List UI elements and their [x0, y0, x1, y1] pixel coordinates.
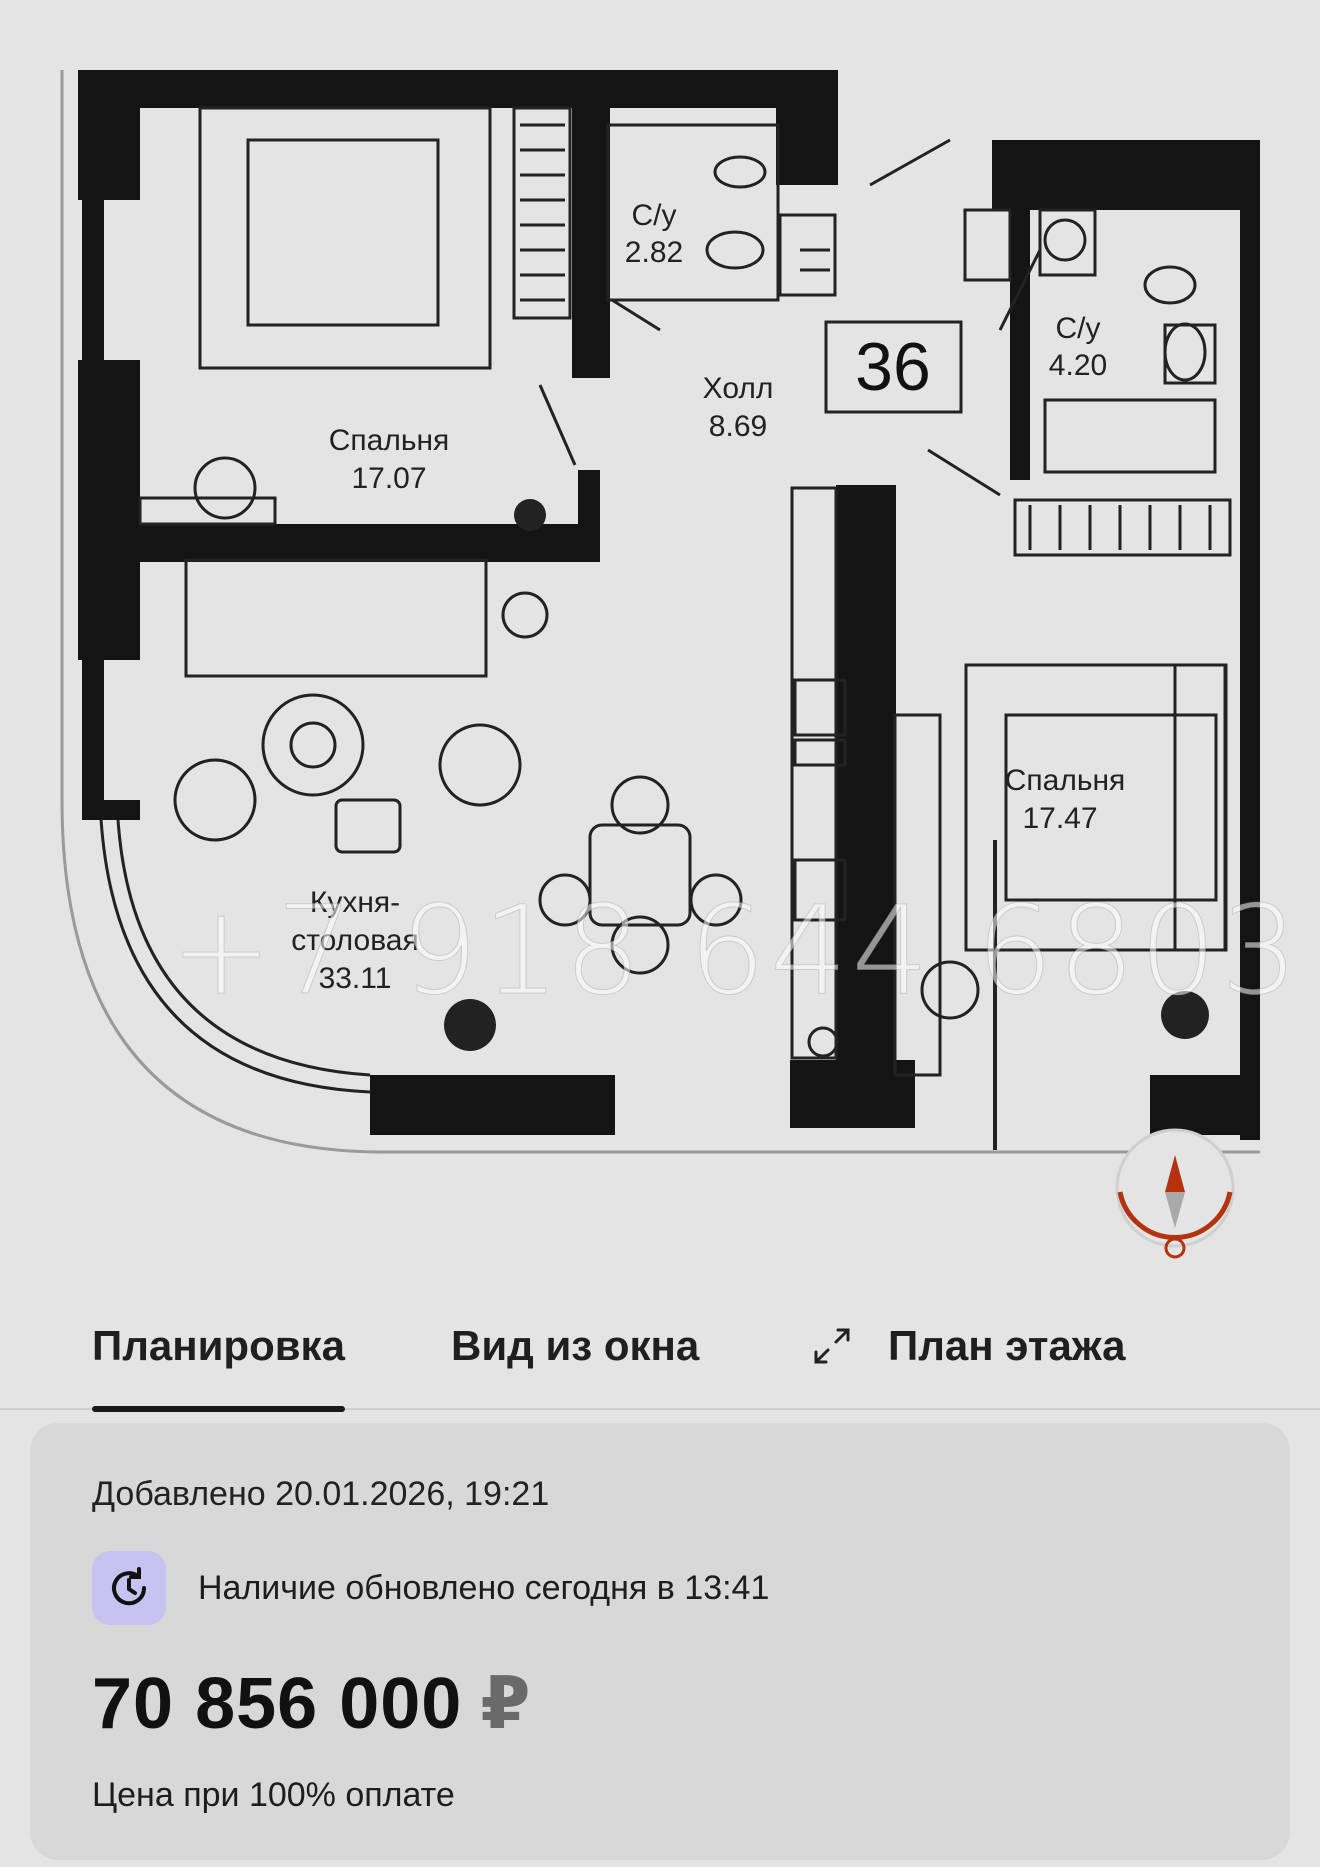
- room-name: С/у: [1056, 312, 1101, 345]
- room-area: 2.82: [625, 236, 683, 269]
- clock-refresh-icon: [92, 1551, 166, 1625]
- expand-icon: [814, 1328, 850, 1364]
- price: 70 856 000₽: [92, 1661, 531, 1745]
- apartment-number-box: [824, 320, 963, 414]
- room-area: 17.47: [1022, 802, 1097, 835]
- room-area: 4.20: [1049, 349, 1107, 382]
- room-area: 33.11: [319, 962, 392, 995]
- tab-floor-plan-label: План этажа: [888, 1322, 1126, 1369]
- tab-layout[interactable]: Планировка: [92, 1322, 345, 1412]
- apartment-number: 36: [855, 329, 931, 405]
- room-name: Холл: [703, 372, 774, 405]
- view-tabs: Планировка Вид из окна План этажа: [0, 1300, 1320, 1412]
- floor-plan: 36 Спальня 17.07 С/у 2.82 Холл 8.69 С/у …: [60, 70, 1299, 1259]
- tab-window-view[interactable]: Вид из окна: [451, 1322, 700, 1369]
- room-name: Кухня-: [310, 886, 400, 919]
- room-name: С/у: [632, 199, 677, 232]
- room-name: Спальня: [329, 424, 450, 457]
- added-date: Добавлено 20.01.2026, 19:21: [92, 1475, 550, 1513]
- availability-row: Наличие обновлено сегодня в 13:41: [92, 1551, 769, 1625]
- room-name: Спальня: [1005, 764, 1126, 797]
- plant-icon: [444, 499, 1209, 1058]
- floor-plan-drawing: 36 Спальня 17.07 С/у 2.82 Холл 8.69 С/у …: [60, 70, 1260, 1259]
- room-area: 17.07: [351, 462, 426, 495]
- availability-text: Наличие обновлено сегодня в 13:41: [198, 1568, 770, 1607]
- price-value: 70 856 000: [92, 1664, 463, 1744]
- price-note: Цена при 100% оплате: [92, 1776, 455, 1814]
- listing-info-card: Добавлено 20.01.2026, 19:21 Наличие обно…: [30, 1423, 1290, 1860]
- compass-icon: [1115, 1128, 1235, 1259]
- tab-floor-plan[interactable]: План этажа: [810, 1322, 1125, 1370]
- room-area: 8.69: [709, 410, 767, 443]
- room-name: столовая: [291, 924, 419, 957]
- currency-symbol: ₽: [480, 1664, 532, 1744]
